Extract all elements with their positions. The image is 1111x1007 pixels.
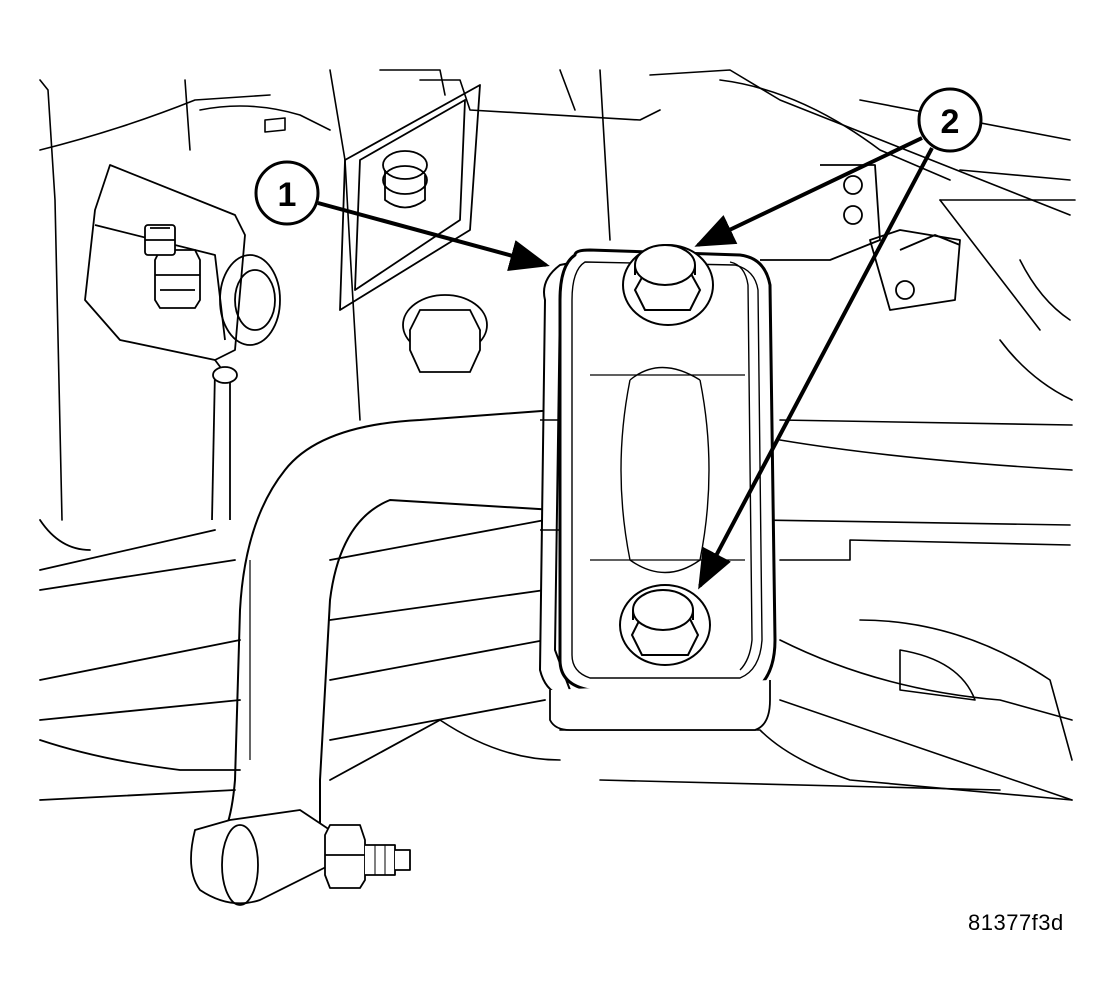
upper-stabilizer-link (84, 164, 281, 521)
figure-id: 81377f3d (968, 910, 1064, 935)
background-bolt (402, 294, 488, 373)
upper-bracket (339, 84, 481, 311)
leader-2-to-lower-bolt (698, 147, 934, 590)
callout-1-label: 1 (278, 176, 297, 214)
callout-2: 2 (917, 87, 983, 153)
lower-link-end (190, 809, 411, 906)
callout-1: 1 (254, 160, 320, 226)
lower-control-arm (39, 519, 546, 801)
leader-2-to-upper-bolt (694, 136, 923, 247)
callout-2-label: 2 (941, 103, 960, 141)
lower-retainer-bolt (619, 584, 711, 666)
stabilizer-bar (209, 409, 556, 881)
upper-retainer-bolt (622, 244, 714, 326)
leader-lines (317, 136, 934, 590)
upper-link-stud (144, 224, 201, 309)
leader-1-to-bushing-retainer (317, 201, 550, 271)
right-bracket (760, 164, 961, 311)
